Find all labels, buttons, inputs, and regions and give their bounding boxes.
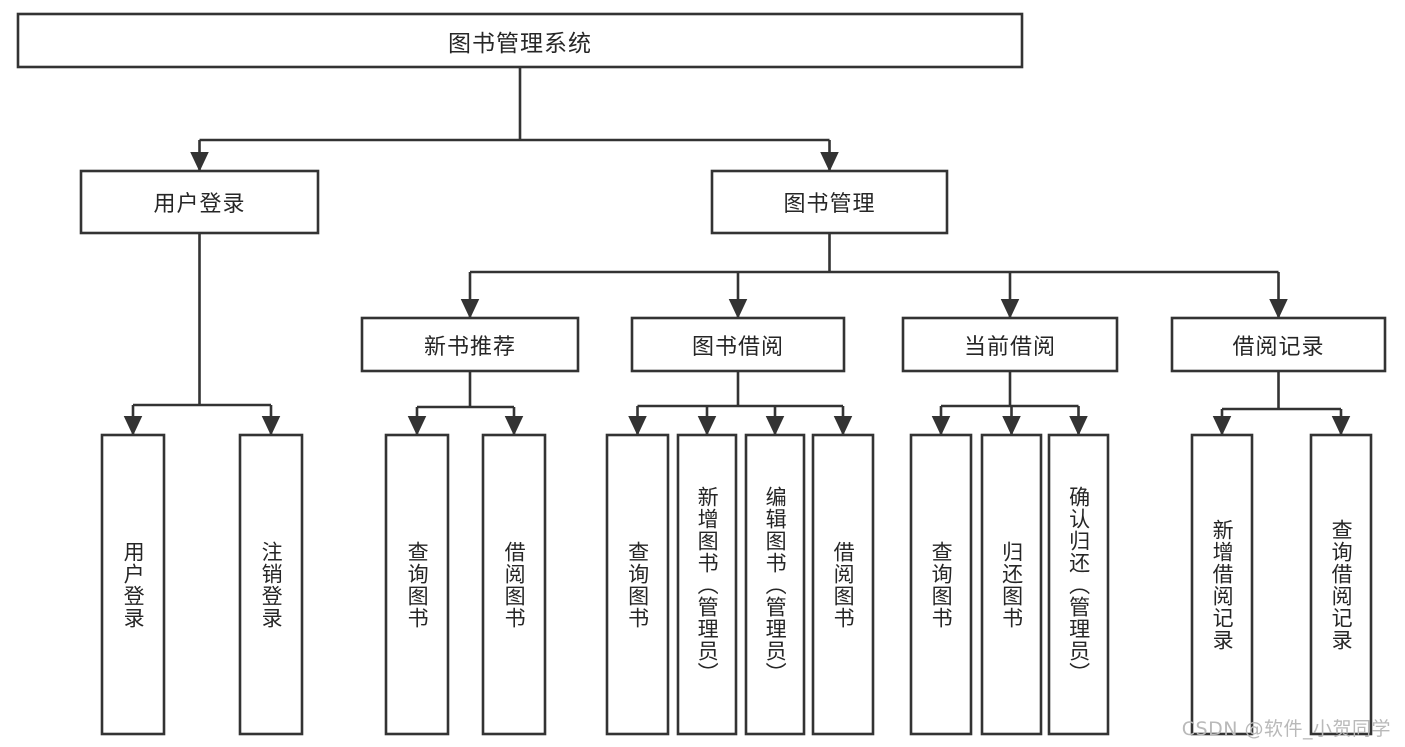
node-leaf-add-book-admin[interactable] bbox=[678, 435, 736, 734]
node-box-leaf-edit-book-admin[interactable] bbox=[744, 433, 806, 736]
node-leaf-query-borrow-record[interactable] bbox=[1311, 435, 1371, 734]
node-book-borrow[interactable] bbox=[632, 318, 844, 371]
node-book-manage[interactable] bbox=[712, 171, 947, 233]
node-root[interactable] bbox=[18, 14, 1022, 67]
node-leaf-logout-login[interactable] bbox=[240, 435, 302, 734]
node-leaf-confirm-return-admin[interactable] bbox=[1049, 435, 1108, 734]
node-box-leaf-query-book-borrow[interactable] bbox=[605, 433, 670, 736]
node-box-leaf-return-book[interactable] bbox=[980, 433, 1043, 736]
nodes-layer bbox=[16, 12, 1387, 736]
node-leaf-query-book-rec[interactable] bbox=[386, 435, 448, 734]
node-new-book-recommend[interactable] bbox=[362, 318, 578, 371]
node-leaf-borrow-book[interactable] bbox=[813, 435, 873, 734]
node-leaf-query-book-borrow[interactable] bbox=[607, 435, 668, 734]
node-box-new-book-recommend[interactable] bbox=[360, 316, 580, 373]
node-box-book-borrow[interactable] bbox=[630, 316, 846, 373]
node-box-leaf-add-borrow-record[interactable] bbox=[1190, 433, 1254, 736]
node-borrow-record[interactable] bbox=[1172, 318, 1385, 371]
node-leaf-user-login[interactable] bbox=[102, 435, 164, 734]
node-leaf-query-book-current[interactable] bbox=[911, 435, 971, 734]
node-box-leaf-query-book-current[interactable] bbox=[909, 433, 973, 736]
node-box-leaf-borrow-book[interactable] bbox=[811, 433, 875, 736]
node-leaf-edit-book-admin[interactable] bbox=[746, 435, 804, 734]
node-box-user-login[interactable] bbox=[79, 169, 320, 235]
node-box-leaf-confirm-return-admin[interactable] bbox=[1047, 433, 1110, 736]
node-box-leaf-borrow-book-rec[interactable] bbox=[481, 433, 547, 736]
node-box-leaf-logout-login[interactable] bbox=[238, 433, 304, 736]
node-leaf-return-book[interactable] bbox=[982, 435, 1041, 734]
edges-layer bbox=[123, 67, 1351, 436]
node-leaf-borrow-book-rec[interactable] bbox=[483, 435, 545, 734]
node-box-leaf-add-book-admin[interactable] bbox=[676, 433, 738, 736]
node-box-leaf-query-book-rec[interactable] bbox=[384, 433, 450, 736]
node-box-book-manage[interactable] bbox=[710, 169, 949, 235]
node-user-login[interactable] bbox=[81, 171, 318, 233]
node-box-current-borrow[interactable] bbox=[901, 316, 1119, 373]
node-current-borrow[interactable] bbox=[903, 318, 1117, 371]
node-box-leaf-query-borrow-record[interactable] bbox=[1309, 433, 1373, 736]
node-leaf-add-borrow-record[interactable] bbox=[1192, 435, 1252, 734]
node-box-root[interactable] bbox=[16, 12, 1024, 69]
node-box-leaf-user-login[interactable] bbox=[100, 433, 166, 736]
node-box-borrow-record[interactable] bbox=[1170, 316, 1387, 373]
csdn-watermark: CSDN @软件_小贺同学 bbox=[1181, 718, 1391, 740]
